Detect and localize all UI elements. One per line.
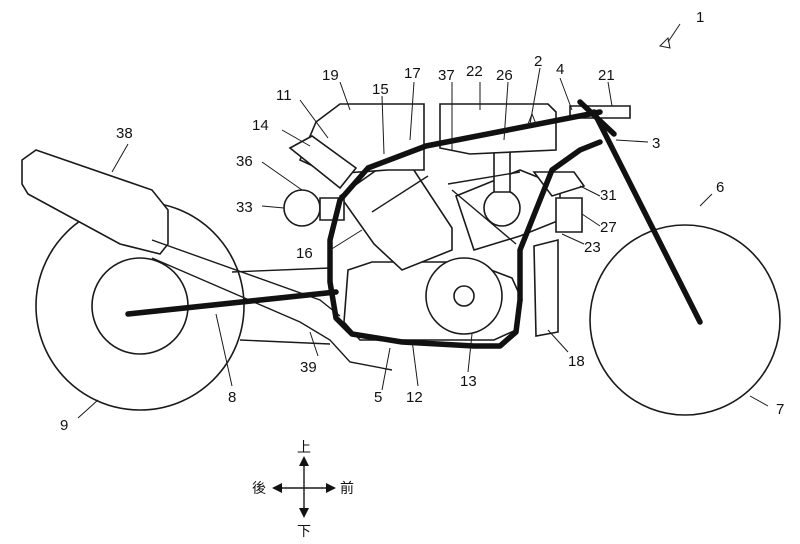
- label-14: 14: [252, 117, 269, 134]
- front-wheel: [589, 224, 781, 416]
- main-frame: [327, 109, 603, 349]
- label-21: 21: [598, 67, 615, 84]
- leader-8: [215, 313, 233, 387]
- front-cylinder-fin: [371, 175, 429, 213]
- label-2: 2: [534, 53, 542, 70]
- label-27: 27: [600, 219, 617, 236]
- leader-38: [111, 143, 129, 173]
- leader-33: [261, 205, 285, 209]
- label-39: 39: [300, 359, 317, 376]
- label-13: 13: [460, 373, 477, 390]
- label-16: 16: [296, 245, 313, 262]
- leader-16: [329, 229, 363, 251]
- throttle-body: [288, 135, 358, 190]
- label-23: 23: [584, 239, 601, 256]
- leader-21: [607, 81, 613, 107]
- leader-2-arrow: [527, 112, 537, 125]
- part-27: [555, 197, 583, 233]
- leader-1: [667, 23, 681, 43]
- front-fork: [591, 109, 703, 325]
- crank-axis: [453, 285, 475, 307]
- seat: [21, 149, 169, 255]
- leader-18: [547, 329, 569, 353]
- direction-front: 前: [340, 480, 354, 497]
- label-37: 37: [438, 67, 455, 84]
- label-19: 19: [322, 67, 339, 84]
- label-9: 9: [60, 417, 68, 434]
- label-33: 33: [236, 199, 253, 216]
- leader-19: [339, 81, 351, 111]
- label-17: 17: [404, 65, 421, 82]
- label-6: 6: [716, 179, 724, 196]
- leader-27: [581, 213, 601, 227]
- label-31: 31: [600, 187, 617, 204]
- leader-12: [411, 339, 419, 387]
- fuel-tank: [439, 103, 557, 155]
- radiator: [533, 238, 559, 337]
- leader-17: [409, 81, 415, 141]
- leader-6: [699, 193, 713, 207]
- leader-39: [309, 331, 319, 357]
- up-arrow: [299, 456, 309, 466]
- swing-arm: [125, 289, 339, 317]
- canister: [283, 189, 321, 227]
- rear-wheel-hub: [91, 257, 189, 355]
- label-1: 1: [696, 9, 704, 26]
- rear-arrow: [272, 483, 282, 493]
- label-22: 22: [466, 63, 483, 80]
- label-36: 36: [236, 153, 253, 170]
- leader-1-arrow: [658, 36, 671, 49]
- direction-indicator: 上 下 後 前: [252, 440, 354, 540]
- rear-stay: [231, 267, 331, 273]
- leader-3: [615, 139, 649, 143]
- label-18: 18: [568, 353, 585, 370]
- label-3: 3: [652, 135, 660, 152]
- leader-14: [281, 129, 311, 147]
- leader-13: [467, 333, 473, 373]
- label-38: 38: [116, 125, 133, 142]
- direction-up: 上: [297, 440, 311, 456]
- leader-31: [579, 185, 601, 197]
- down-arrow: [299, 508, 309, 518]
- leader-36: [261, 161, 303, 191]
- label-5: 5: [374, 389, 382, 406]
- direction-down: 下: [297, 524, 311, 540]
- label-15: 15: [372, 81, 389, 98]
- label-7: 7: [776, 401, 784, 418]
- label-4: 4: [556, 61, 564, 78]
- lower-stay: [239, 339, 331, 345]
- leader-4: [559, 77, 573, 111]
- front-arrow: [326, 483, 336, 493]
- label-11: 11: [276, 87, 292, 104]
- direction-rear: 後: [252, 481, 266, 497]
- leader-23: [561, 233, 585, 245]
- leader-15: [381, 95, 385, 155]
- upper-link: [447, 171, 521, 185]
- leader-7: [749, 395, 769, 407]
- label-8: 8: [228, 389, 236, 406]
- leader-9: [77, 399, 99, 419]
- label-12: 12: [406, 389, 423, 406]
- label-26: 26: [496, 67, 513, 84]
- leader-26: [503, 81, 509, 141]
- leader-11: [299, 99, 329, 139]
- rear-cylinder-port: [483, 189, 521, 227]
- rear-link: [451, 189, 517, 245]
- leader-5: [381, 347, 391, 391]
